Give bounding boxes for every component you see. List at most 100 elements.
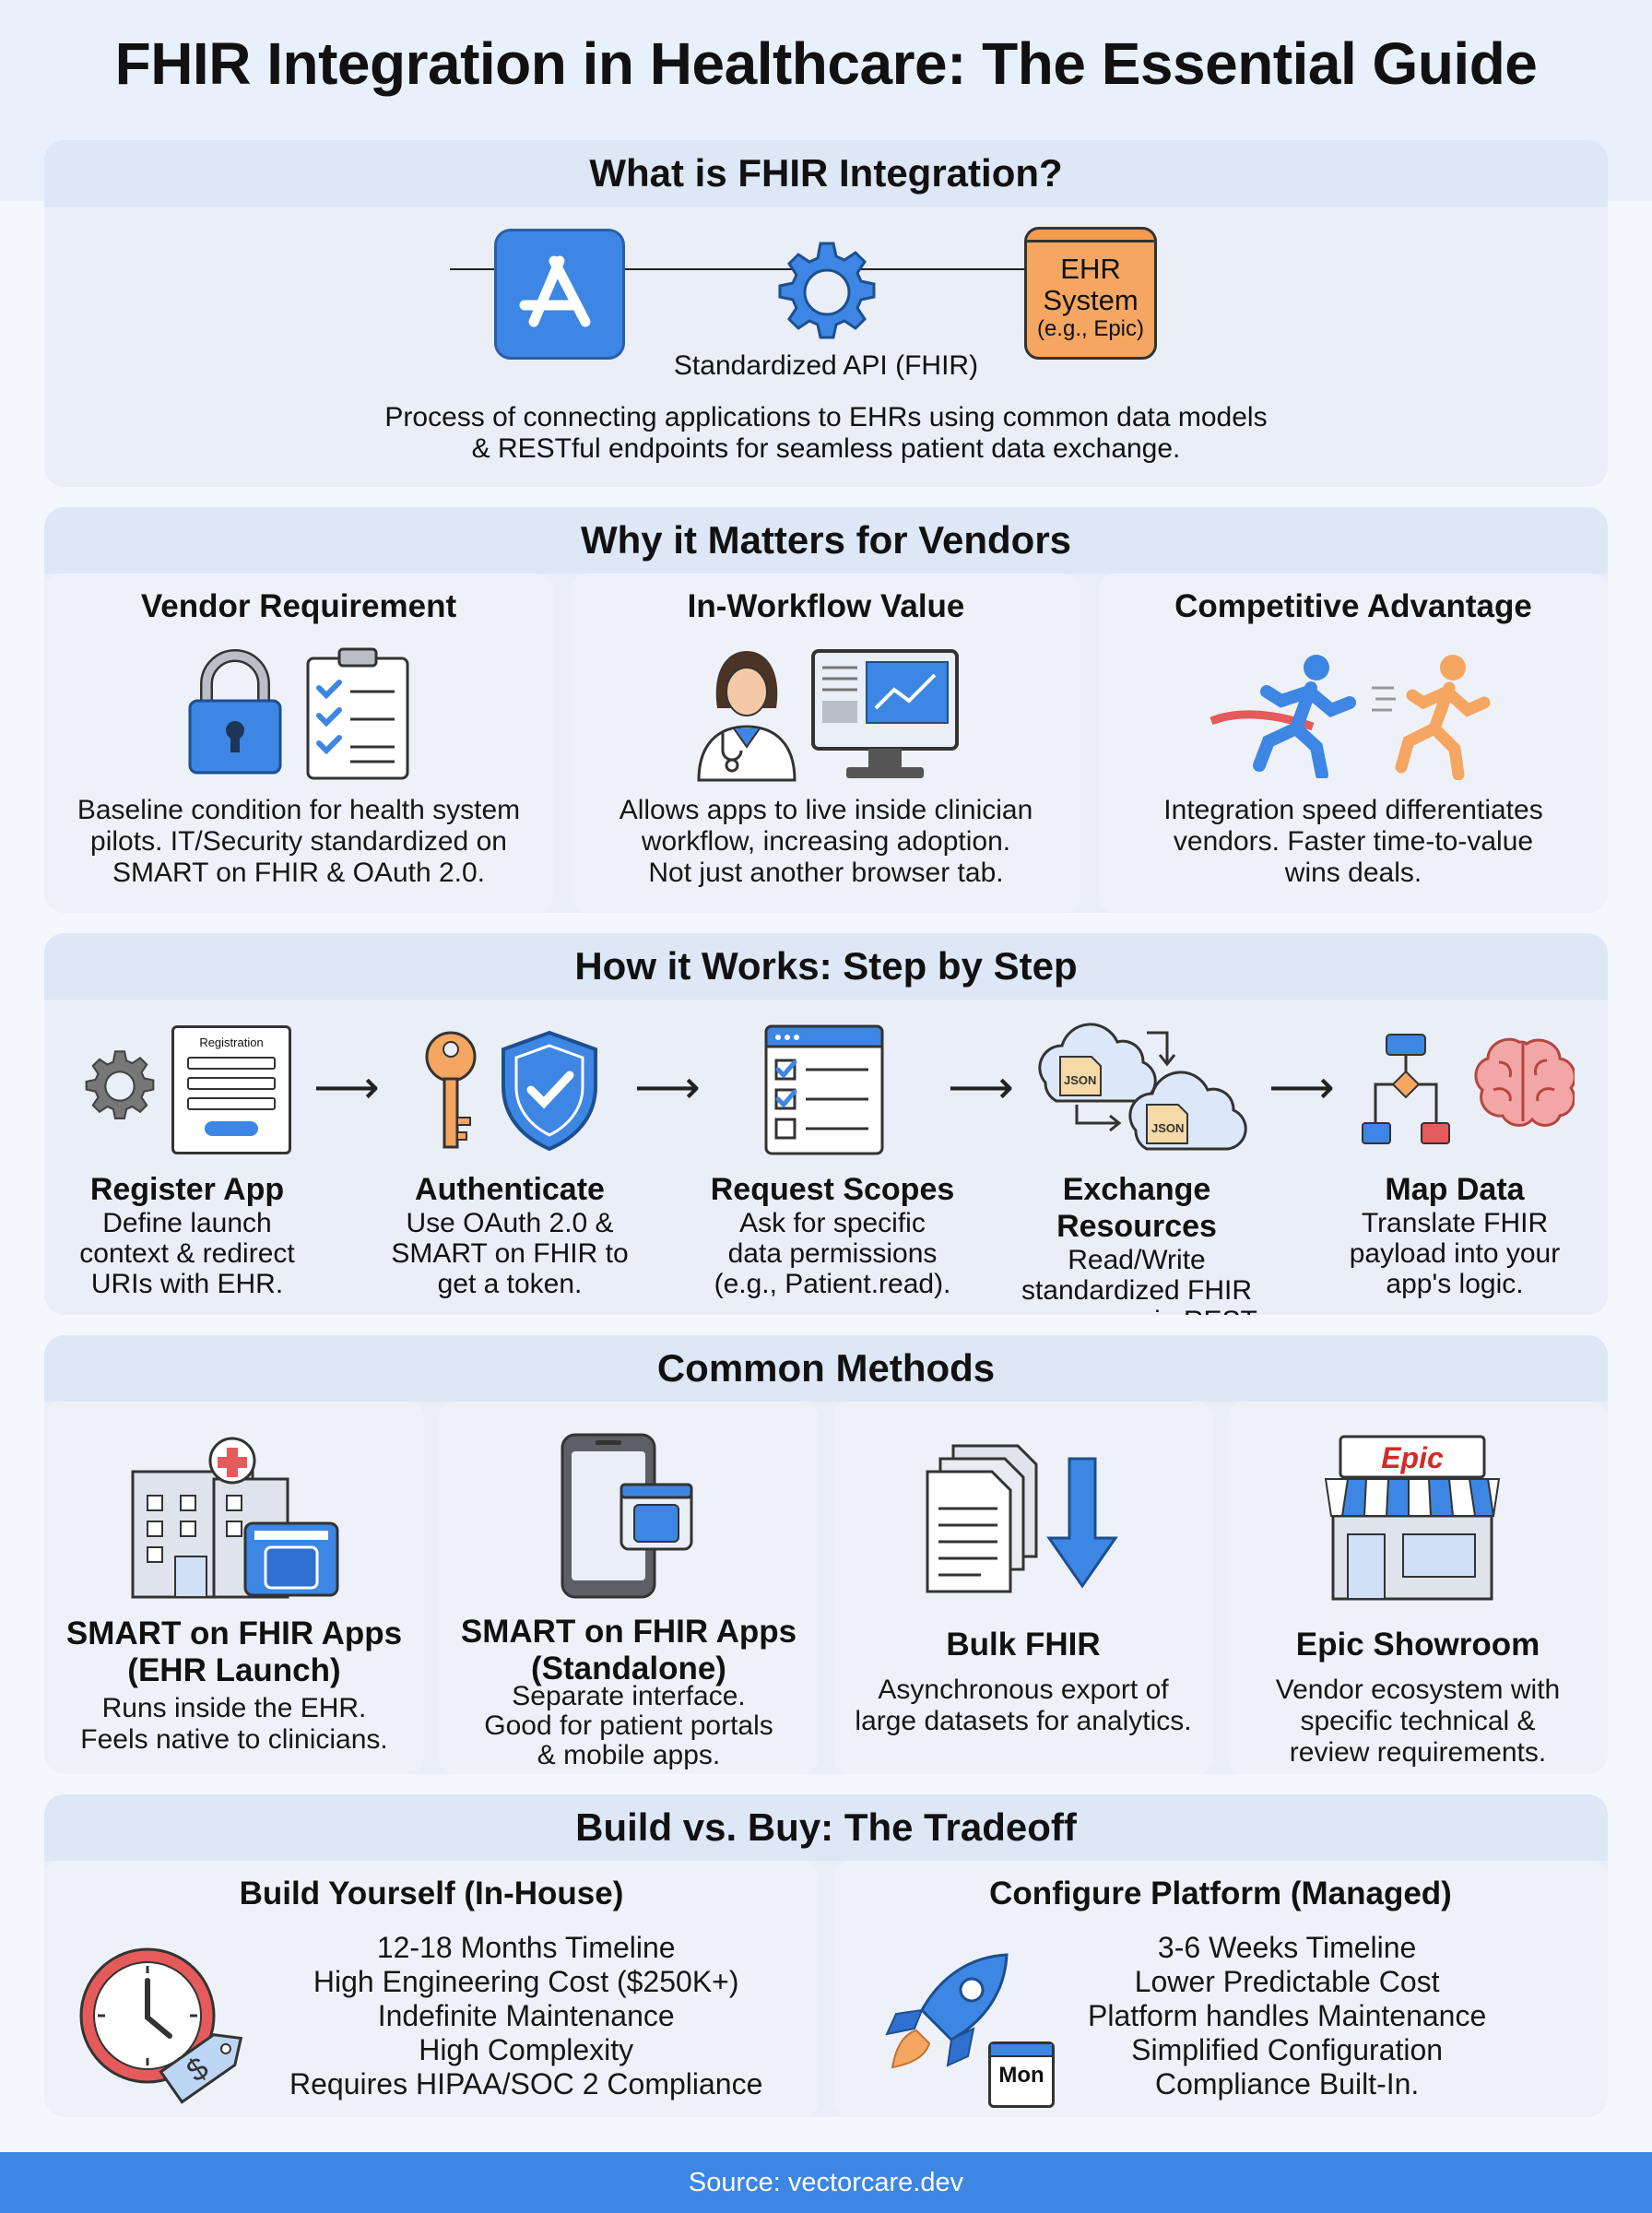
card-title: Competitive Advantage	[1174, 588, 1532, 624]
padlock-icon	[188, 649, 282, 775]
ehr-system-icon: EHR System (e.g., Epic)	[1024, 227, 1157, 360]
list-item: Lower Predictable Cost	[1134, 1965, 1440, 1998]
card-text-line: pilots. IT/Security standardized on	[90, 826, 507, 857]
step-request-scopes: Request Scopes Ask for specific data per…	[680, 1171, 985, 1299]
step-text-line: app's logic.	[1386, 1269, 1524, 1299]
page-title: FHIR Integration in Healthcare: The Esse…	[114, 30, 1538, 97]
card-text-line: Integration speed differentiates	[1163, 795, 1543, 825]
step-exchange-resources: Exchange Resources Read/Write standardiz…	[985, 1171, 1289, 1315]
desc-line: Process of connecting applications to EH…	[384, 402, 1268, 432]
runner-winning-icon	[1210, 655, 1356, 778]
step-text-line: standardized FHIR	[1021, 1275, 1253, 1306]
card-text: Allows apps to live inside clinician wor…	[572, 795, 1080, 889]
card-text-line: Baseline condition for health system	[77, 795, 521, 825]
card-build-yourself: Build Yourself (In-House) $ 12-18 Months…	[44, 1861, 819, 2117]
shield-check-icon	[502, 1030, 597, 1152]
card-competitive-advantage: Competitive Advantage I	[1099, 574, 1608, 913]
list-item: Requires HIPAA/SOC 2 Compliance	[289, 2067, 763, 2101]
card-title: Configure Platform (Managed)	[989, 1876, 1452, 1911]
list-item: Compliance Built-In.	[1154, 2067, 1420, 2101]
list-item: High Engineering Cost ($250K+)	[313, 1965, 739, 1998]
card-in-workflow-value: In-Workflow Value Allows apps to live in…	[572, 574, 1080, 913]
card-text: Separate interface. Good for patient por…	[439, 1682, 819, 1770]
card-text-line: Not just another browser tab.	[648, 858, 1004, 888]
step-arrow-icon: ⟶	[1268, 1061, 1335, 1113]
card-title-line: Bulk FHIR	[946, 1627, 1101, 1663]
card-text-line: workflow, increasing adoption.	[641, 826, 1011, 857]
section-why-it-matters: Why it Matters for Vendors Vendor Requir…	[44, 507, 1608, 913]
step-arrow-icon: ⟶	[948, 1061, 1014, 1113]
key-icon	[425, 1031, 477, 1149]
card-title: Vendor Requirement	[140, 588, 457, 624]
step-text-line: resources via REST.	[985, 1306, 1289, 1315]
ehr-label-line1: EHR	[1060, 253, 1121, 285]
card-text: Vendor ecosystem with specific technical…	[1228, 1675, 1608, 1769]
json-label: JSON	[1064, 1073, 1096, 1087]
clinician-icon	[697, 651, 796, 782]
epic-logo: Epic	[1381, 1441, 1444, 1474]
section-how-it-works: How it Works: Step by Step Registration …	[44, 933, 1608, 1315]
section-what-is-fhir: What is FHIR Integration? EHR System (e.…	[44, 140, 1608, 487]
brain-icon	[1474, 1037, 1575, 1127]
card-text-line: Runs inside the EHR.	[101, 1693, 367, 1723]
card-text-line: wins deals.	[1284, 858, 1422, 888]
gear-icon	[85, 1050, 155, 1119]
card-text-line: Vendor ecosystem with	[1275, 1675, 1561, 1705]
card-title: SMART on FHIR Apps (Standalone)	[439, 1614, 819, 1688]
card-text-line: Asynchronous export of	[878, 1675, 1169, 1705]
card-text-line: specific technical &	[1300, 1706, 1536, 1736]
card-text-line: Feels native to clinicians.	[80, 1724, 388, 1755]
mobile-app-icon	[560, 1433, 693, 1599]
step-text-line: (e.g., Patient.read).	[714, 1269, 951, 1299]
monitor-chart-icon	[811, 649, 959, 778]
card-text-line: large datasets for analytics.	[855, 1706, 1192, 1736]
clock-price-tag-icon: $	[79, 1947, 243, 2104]
registration-label: Registration	[199, 1035, 264, 1049]
card-title: Bulk FHIR	[833, 1627, 1213, 1663]
what-description: Process of connecting applications to EH…	[44, 402, 1608, 465]
card-title-line: SMART on FHIR Apps	[65, 1615, 403, 1651]
calendar-icon: Mon	[988, 2041, 1055, 2108]
section-heading: Why it Matters for Vendors	[44, 507, 1608, 574]
json-label: JSON	[1151, 1121, 1184, 1135]
card-smart-standalone: SMART on FHIR Apps (Standalone) Separate…	[439, 1402, 819, 1774]
step-title: Register App	[89, 1172, 285, 1207]
registration-form-icon: Registration	[171, 1025, 291, 1154]
list-item: High Complexity	[419, 2033, 634, 2066]
card-bulk-fhir: Bulk FHIR Asynchronous export of large d…	[833, 1402, 1213, 1774]
card-text-line: Separate interface.	[512, 1681, 746, 1711]
step-title: Exchange Resources	[1056, 1172, 1217, 1244]
step-text-line: data permissions	[727, 1238, 938, 1269]
gear-icon	[773, 238, 881, 347]
card-vendor-requirement: Vendor Requirement Baseline condition fo…	[44, 574, 553, 913]
rocket-icon	[885, 1953, 1009, 2069]
card-configure-platform: Configure Platform (Managed) Mon 3-6 Wee…	[833, 1861, 1608, 2117]
card-text: Integration speed differentiates vendors…	[1099, 795, 1608, 889]
list-item: 3-6 Weeks Timeline	[1157, 1931, 1417, 1964]
step-text-line: Use OAuth 2.0 &	[406, 1208, 614, 1238]
step-text-line: Read/Write	[1068, 1245, 1206, 1275]
section-common-methods: Common Methods SMART on FHIR Apps (EHR L…	[44, 1335, 1608, 1774]
section-heading: Build vs. Buy: The Tradeoff	[44, 1794, 1608, 1861]
checklist-clipboard-icon	[306, 647, 409, 780]
card-title: SMART on FHIR Apps (EHR Launch)	[44, 1615, 424, 1690]
step-authenticate: Authenticate Use OAuth 2.0 & SMART on FH…	[367, 1171, 653, 1299]
card-text: Asynchronous export of large datasets fo…	[833, 1675, 1213, 1737]
step-text-line: payload into your	[1349, 1238, 1561, 1269]
card-text-line: review requirements.	[1289, 1737, 1547, 1768]
build-list: 12-18 Months Timeline High Engineering C…	[289, 1931, 762, 2101]
flowchart-icon	[1362, 1034, 1450, 1144]
card-text-line: Allows apps to live inside clinician	[619, 795, 1033, 825]
card-title: In-Workflow Value	[687, 588, 965, 624]
card-title-line: SMART on FHIR Apps	[460, 1614, 797, 1650]
source-footer: Source: vectorcare.dev	[0, 2152, 1652, 2213]
card-text-line: & mobile apps.	[537, 1740, 721, 1770]
card-text: Baseline condition for health system pil…	[44, 795, 553, 889]
step-text-line: context & redirect	[79, 1238, 295, 1269]
step-title: Map Data	[1385, 1172, 1525, 1207]
section-heading: What is FHIR Integration?	[44, 140, 1608, 207]
hospital-icon	[131, 1437, 339, 1599]
card-text-line: Good for patient portals	[484, 1710, 773, 1741]
step-title: Request Scopes	[710, 1172, 955, 1207]
step-text-line: SMART on FHIR to	[391, 1238, 629, 1269]
